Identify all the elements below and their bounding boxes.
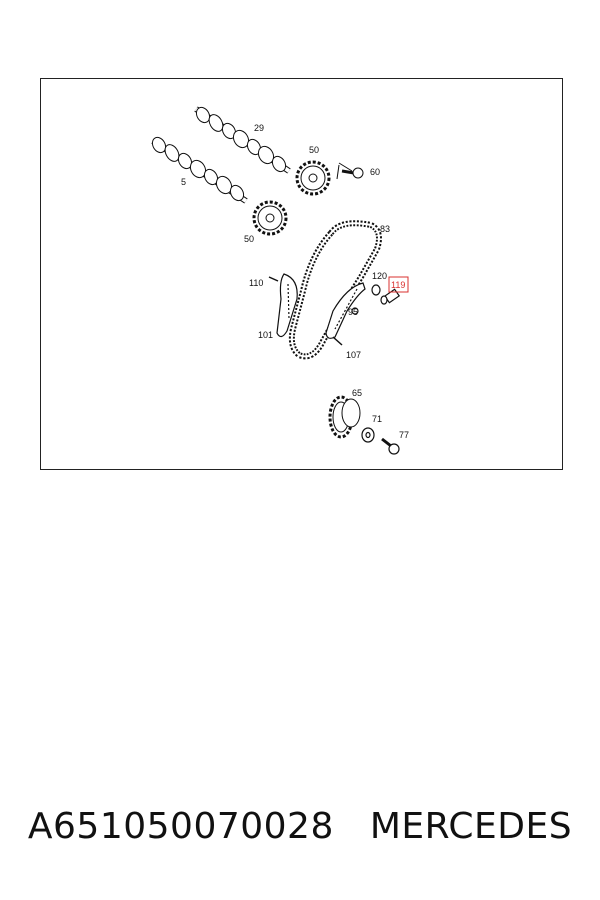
- callout-95: 95: [348, 307, 358, 317]
- callout-50-lower: 50: [244, 234, 254, 244]
- camshaft-29: [194, 106, 291, 174]
- diagram-frame: 29 5 50 60: [40, 78, 563, 470]
- callout-50-upper: 50: [309, 145, 319, 155]
- seal-ring-120: [371, 284, 381, 296]
- camshaft-5: [151, 136, 248, 204]
- washer-71: [361, 427, 375, 443]
- callout-119: 119: [391, 280, 405, 290]
- callout-5: 5: [181, 177, 186, 187]
- callout-77: 77: [399, 430, 409, 440]
- callout-65: 65: [352, 388, 362, 398]
- timing-chain-exploded-diagram: 29 5 50 60: [151, 106, 409, 455]
- part-number: A651050070028: [27, 806, 334, 847]
- part-caption: A651050070028 MERCEDES: [0, 806, 600, 858]
- callout-71: 71: [372, 414, 382, 424]
- brand-name: MERCEDES: [369, 806, 573, 847]
- callout-29: 29: [254, 123, 264, 133]
- callout-83: 83: [380, 224, 390, 234]
- bolt-77: [381, 437, 400, 455]
- tensioner-rail-95: [325, 282, 366, 339]
- pin-107: [332, 336, 343, 346]
- callout-107: 107: [346, 350, 361, 360]
- sprocket-50-lower: [252, 200, 288, 236]
- timing-chain-83: [288, 220, 382, 360]
- callout-120: 120: [372, 271, 387, 281]
- chain-tensioner-119: [380, 288, 401, 305]
- callout-60: 60: [370, 167, 380, 177]
- guide-rail-101: [276, 273, 298, 338]
- callout-101: 101: [258, 330, 273, 340]
- crankshaft-sprocket-65: [328, 395, 361, 439]
- pin-110: [268, 276, 279, 282]
- highlight-box-119: [388, 276, 409, 293]
- bolt-60: [336, 162, 364, 180]
- callout-110: 110: [249, 278, 263, 288]
- sprocket-50-upper: [295, 160, 331, 196]
